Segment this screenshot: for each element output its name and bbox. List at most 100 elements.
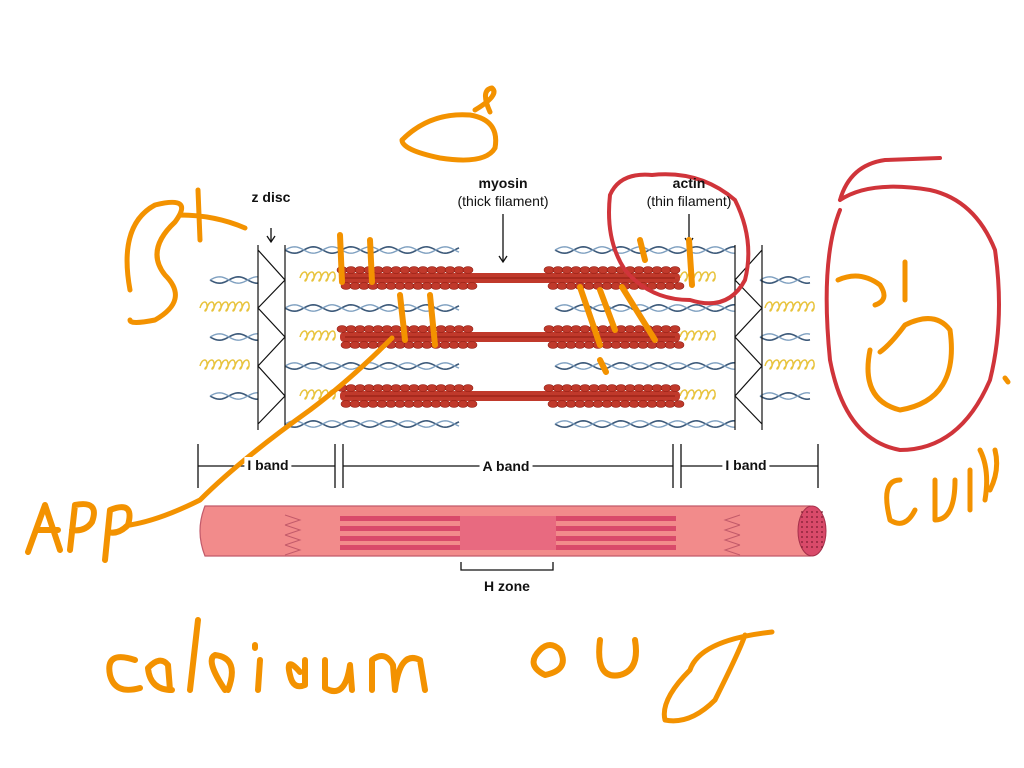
myosin-head — [453, 325, 465, 333]
myosin-head — [561, 384, 573, 392]
actin-strand — [759, 333, 811, 341]
ink-cute-text — [884, 375, 1011, 526]
actin-strand — [209, 333, 259, 341]
fiber-z-line — [723, 534, 741, 546]
myosin-head — [367, 400, 379, 408]
myosin-head — [412, 282, 424, 290]
z-disc-lines — [257, 245, 763, 430]
myosin-head — [547, 341, 559, 349]
myosin-head — [417, 266, 429, 274]
myosin-head — [579, 266, 591, 274]
fiber-end-dot — [806, 546, 808, 548]
myosin-head — [592, 400, 604, 408]
myosin-head — [399, 266, 411, 274]
a-band-label: A band — [479, 458, 533, 475]
fiber-end-dot — [816, 531, 818, 533]
myosin-head — [345, 266, 357, 274]
ink-att-text — [25, 501, 133, 563]
myosin-head — [673, 400, 685, 408]
myosin-head — [552, 266, 564, 274]
myosin-head — [655, 282, 667, 290]
titin-coil — [679, 330, 716, 341]
ink-red-circle-right — [824, 156, 1001, 452]
myosin-head — [664, 341, 676, 349]
ink-loop-doodle — [661, 629, 775, 724]
titin-coil — [299, 330, 336, 341]
myosin-head — [655, 341, 667, 349]
myosin-head — [462, 384, 474, 392]
ink-red-circle-actin — [607, 172, 751, 306]
myosin-head — [385, 282, 397, 290]
actin-strand — [209, 333, 259, 341]
fiber-end-dot — [811, 541, 813, 543]
myosin-head — [565, 341, 577, 349]
myosin-head — [394, 400, 406, 408]
myosin-head — [624, 384, 636, 392]
fiber-end-dot — [811, 526, 813, 528]
titin-coil — [299, 271, 336, 282]
myosin-head — [457, 400, 469, 408]
myosin-head — [556, 341, 568, 349]
actin-strand — [209, 392, 259, 400]
fiber-end-dot — [806, 536, 808, 538]
myosin-head — [385, 400, 397, 408]
myosin-head — [664, 282, 676, 290]
fiber-end-dot — [806, 541, 808, 543]
myosin-head — [349, 282, 361, 290]
fiber-end-dot — [821, 531, 823, 533]
myosin-head — [466, 341, 478, 349]
myosin-head — [390, 384, 402, 392]
fiber-end-dot — [811, 546, 813, 548]
myosin-head — [642, 266, 654, 274]
fiber-end-dot — [811, 511, 813, 513]
myosin-head — [610, 400, 622, 408]
myosin-head — [597, 266, 609, 274]
fiber-end-dot — [816, 511, 818, 513]
myosin-head — [583, 400, 595, 408]
actin-strand — [284, 362, 460, 370]
myosin-head — [466, 282, 478, 290]
myosin-head — [390, 325, 402, 333]
fiber-end-dot — [816, 541, 818, 543]
myosin-head — [444, 325, 456, 333]
ink-right-doodle — [530, 637, 639, 679]
h-zone-label: H zone — [484, 578, 530, 594]
myosin-head — [408, 266, 420, 274]
myosin-head — [376, 400, 388, 408]
titin-coil — [199, 359, 250, 370]
titin-coil — [764, 359, 815, 370]
actin-strand — [209, 276, 259, 284]
myosin-head — [646, 400, 658, 408]
myosin-head — [561, 266, 573, 274]
titin-coil — [679, 271, 716, 282]
myosin-head — [349, 341, 361, 349]
myosin-head — [651, 384, 663, 392]
myosin-head — [633, 266, 645, 274]
fiber-z-line — [284, 514, 302, 526]
fiber-end-dot — [806, 516, 808, 518]
myosin-filaments — [336, 266, 685, 408]
fiber-band — [556, 526, 676, 531]
fiber-end-dot — [811, 521, 813, 523]
myosin-head — [426, 384, 438, 392]
myosin-head — [673, 282, 685, 290]
myosin-head — [421, 282, 433, 290]
actin-strand — [759, 333, 811, 341]
fiber-end-dot — [821, 541, 823, 543]
myosin-head — [552, 384, 564, 392]
myosin-head — [570, 384, 582, 392]
myosin-head — [628, 341, 640, 349]
fiber-end-dot — [801, 536, 803, 538]
fiber-h-zone — [460, 516, 556, 550]
fiber-end-dot — [816, 546, 818, 548]
myosin-head — [655, 400, 667, 408]
fiber-end-dot — [816, 521, 818, 523]
titin-coil — [679, 389, 716, 400]
fiber-z-line — [723, 514, 741, 526]
myosin-head — [457, 282, 469, 290]
myosin-head — [403, 282, 415, 290]
i-band-left-label: I band — [244, 457, 292, 474]
fiber-end-dot — [821, 521, 823, 523]
ink-circle-inside — [835, 259, 954, 413]
